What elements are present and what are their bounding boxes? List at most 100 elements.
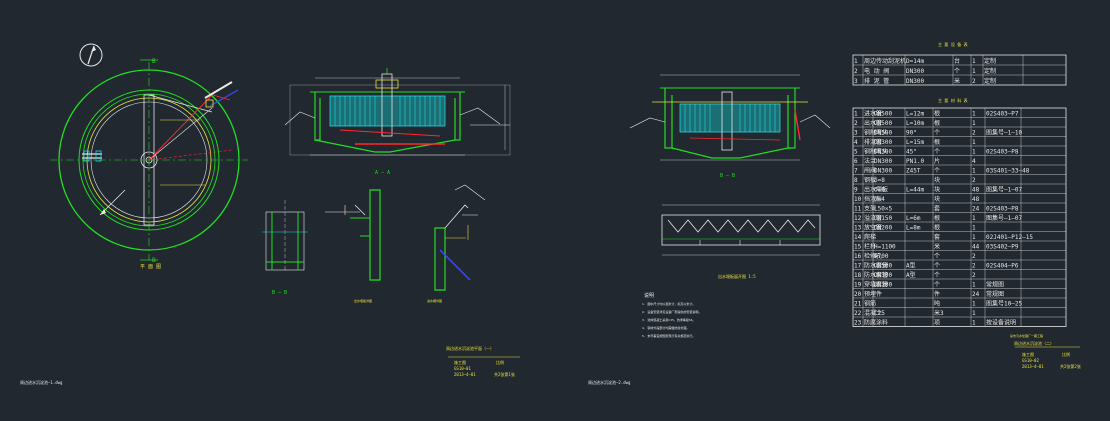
materials-table-cell: 12: [854, 215, 862, 222]
plan-marker-top: B: [152, 58, 156, 65]
materials-table-cell: 18: [854, 272, 862, 279]
materials-table-cell: 爬梯: [864, 233, 876, 241]
materials-table-cell: 闸阀: [864, 167, 876, 175]
materials-table-cell: 8: [854, 177, 858, 184]
equipment-table-cell: 电 动 阀: [864, 67, 889, 75]
materials-table-cell: 19: [854, 282, 862, 289]
materials-table-cell: 2: [972, 253, 976, 260]
materials-table-cell: C25: [874, 310, 885, 317]
materials-table-cell: H=1100: [874, 244, 896, 251]
materials-table-cell: 个: [934, 130, 940, 137]
materials-table-cell: 米3: [934, 309, 944, 317]
right-title-row2-label: GS10—02: [1022, 358, 1039, 363]
materials-table-cell: 90°: [906, 130, 917, 137]
left-title-row2-label: GS10—01: [454, 366, 471, 371]
materials-table-cell: 吨: [934, 300, 940, 308]
materials-table-cell: 9: [854, 187, 858, 194]
materials-table-cell: 14: [854, 234, 862, 241]
materials-table-cell: DN500: [874, 130, 892, 137]
right-title-row3-value: 共2张第2张: [1060, 364, 1081, 369]
materials-table-cell: 1: [972, 320, 976, 327]
materials-table-cell: 个: [934, 272, 940, 279]
materials-table-cell: 图集号10—25: [986, 300, 1022, 308]
note-line-4: 4. 钢材外露部分均需做防腐处理。: [642, 326, 690, 330]
section-c-c: [262, 200, 308, 271]
materials-table-cell: 1: [972, 234, 976, 241]
left-title-row1-label: 施工图: [454, 360, 466, 365]
materials-table-cell: 块: [934, 186, 940, 194]
materials-table-cell: 23: [854, 320, 862, 327]
materials-table-cell: 个: [934, 168, 940, 175]
materials-table-cell: DN300: [874, 149, 892, 156]
materials-table-cell: DN300: [874, 158, 892, 165]
materials-table-cell: 套: [934, 233, 940, 241]
equipment-table-cell: 个: [954, 68, 960, 75]
materials-table-cell: 1: [854, 111, 858, 118]
note-line-2: 2. 设备安装详见设备厂家提供的安装说明。: [642, 310, 702, 314]
materials-table-cell: L50×5: [874, 206, 892, 213]
materials-table-cell: 出水管: [864, 119, 882, 127]
materials-table-cell: 13: [854, 225, 862, 232]
materials-table-cell: 出水堰板: [864, 186, 888, 194]
materials-table-cell: δ=6: [874, 187, 885, 194]
materials-table-cell: 挡渣板: [864, 195, 882, 203]
materials-table-cell: A型: [906, 262, 916, 270]
notes-title: 说明: [644, 293, 655, 299]
materials-table-cell: DN300: [874, 272, 892, 279]
materials-table-cell: 个: [934, 263, 940, 270]
weir-caption: 出水堰板展开图 1:5: [718, 274, 756, 279]
materials-table-cell: 1: [972, 310, 976, 317]
materials-table-cell: 混凝土: [864, 309, 882, 317]
materials-table-cell: 1: [972, 139, 976, 146]
materials-table-cell: 10: [854, 196, 862, 203]
materials-table-cell: 2: [972, 272, 976, 279]
section-a-a: [284, 68, 511, 156]
section-b-caption: B — B: [720, 173, 736, 179]
materials-table-cell: 片: [934, 157, 940, 165]
materials-table-cell: DN150: [874, 215, 892, 222]
note-line-1: 1. 图中尺寸均以毫米计，标高以米计。: [642, 302, 696, 306]
right-title-row3-label: 2013—4—01: [1022, 364, 1044, 369]
materials-table-cell: 24: [972, 291, 980, 298]
right-title-row1-value: 比例: [1062, 352, 1070, 357]
materials-table-cell: 预埋件: [864, 290, 882, 298]
right-file-name: 周边进水沉淀池—2.dwg: [588, 380, 631, 385]
materials-table-cell: DN500: [874, 120, 892, 127]
materials-table-cell: 根: [934, 110, 940, 118]
materials-table-cell: 20: [854, 291, 862, 298]
materials-table-cell: 钢制弯头: [864, 148, 888, 156]
materials-table-cell: 防水套管: [864, 262, 888, 270]
plan-caption: 平 面 图: [140, 264, 162, 270]
left-title-row3-value: 共2张第1张: [494, 372, 515, 377]
materials-table-cell: L=8m: [906, 225, 921, 232]
materials-table-cell: 03S401—33—48: [986, 168, 1030, 175]
materials-table-cell: 个: [934, 282, 940, 289]
materials-table-cell: 21: [854, 301, 862, 308]
materials-table-cell: 03S402—P9: [986, 244, 1019, 251]
materials-table-cell: 套: [934, 205, 940, 213]
materials-table-cell: 48: [972, 187, 980, 194]
materials-table-cell: 根: [934, 214, 940, 222]
materials-table-cell: 2: [854, 120, 858, 127]
materials-table-cell: 6: [854, 158, 858, 165]
equipment-table-cell: 2: [854, 68, 858, 75]
equipment-table-cell: 定制: [984, 77, 996, 85]
materials-table-cell: L=6m: [906, 215, 921, 222]
materials-table-cell: 常规图: [986, 290, 1004, 298]
materials-table-cell: A型: [906, 271, 916, 279]
materials-table-cell: 个: [934, 253, 940, 260]
equipment-table-cell: 周边传动刮泥机: [864, 57, 906, 65]
materials-table-cell: DN300: [874, 139, 892, 146]
materials-table-cell: Z45T: [906, 168, 921, 175]
materials-table-cell: 02S403—P8: [986, 149, 1019, 156]
left-title-block-title: 周边进水沉淀池平面（一）: [446, 346, 494, 351]
materials-table-cell: 7: [854, 168, 858, 175]
materials-table-cell: 防腐涂料: [864, 319, 888, 327]
right-title-company: 某市污水处理厂一期工程: [1010, 334, 1044, 338]
materials-table-cell: Φ700: [874, 253, 889, 260]
equipment-table-cell: DN300: [906, 78, 924, 85]
